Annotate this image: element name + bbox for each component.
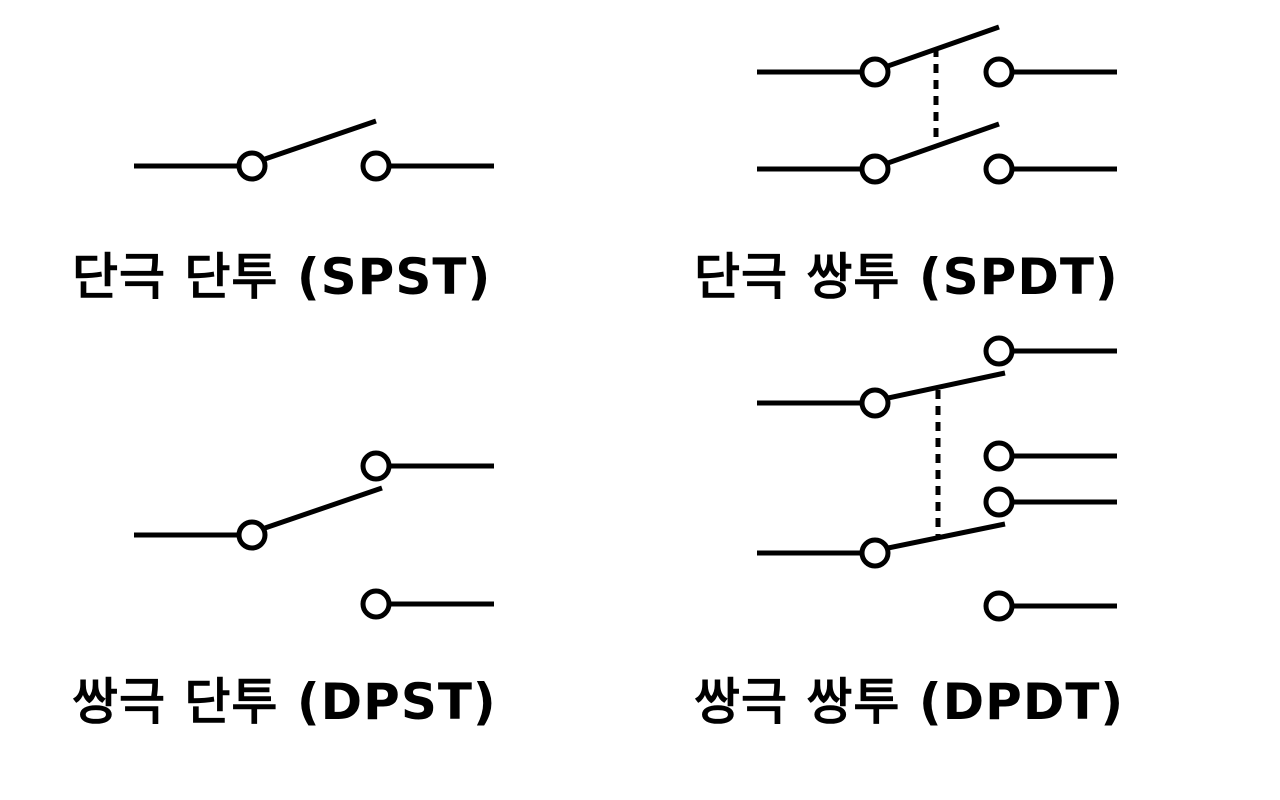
dpdt-lower-throw-a-terminal — [983, 486, 1015, 518]
dpdt-symbol — [757, 335, 1117, 622]
spdt-lower-contact-terminal — [983, 153, 1015, 185]
dpdt-lower-blade — [887, 521, 1006, 551]
spst-blade — [264, 118, 377, 162]
dpdt-upper-blade — [887, 370, 1006, 401]
spst-common-terminal — [236, 150, 268, 182]
spst-contact-terminal — [360, 150, 392, 182]
dpst-symbol — [134, 450, 494, 620]
dpst-common-terminal — [236, 519, 268, 551]
spdt-upper-contact-terminal — [983, 56, 1015, 88]
spdt-symbol — [757, 24, 1117, 185]
dpdt-upper-throw-a-terminal — [983, 335, 1015, 367]
dpdt-lower-common-terminal — [859, 537, 891, 569]
spdt-upper-common-terminal — [859, 56, 891, 88]
spdt-lower-blade — [887, 121, 1000, 166]
dpdt-upper-common-terminal — [859, 387, 891, 419]
spst-caption: 단극 단투 (SPST) — [72, 248, 492, 306]
dpdt-lower-throw-b-terminal — [983, 590, 1015, 622]
dpst-caption: 쌍극 단투 (DPST) — [72, 673, 497, 731]
dpst-upper-contact-terminal — [360, 450, 392, 482]
dpdt-caption: 쌍극 쌍투 (DPDT) — [694, 673, 1125, 731]
spdt-caption: 단극 쌍투 (SPDT) — [694, 248, 1119, 306]
dpst-lower-contact-terminal — [360, 588, 392, 620]
spdt-lower-common-terminal — [859, 153, 891, 185]
spst-symbol — [134, 118, 494, 182]
dpdt-upper-throw-b-terminal — [983, 440, 1015, 472]
dpst-blade — [264, 485, 383, 531]
spdt-upper-blade — [887, 24, 1000, 69]
